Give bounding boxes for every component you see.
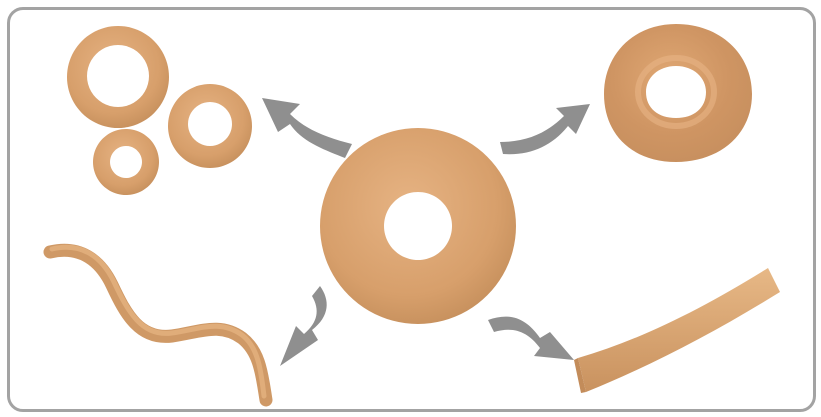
small-ring-large (67, 26, 169, 128)
center-disc (320, 128, 516, 324)
convex-ring (604, 24, 752, 162)
small-ring-medium (168, 84, 252, 168)
flat-strip (574, 268, 780, 393)
curved-arrow-icon-lower-right (488, 317, 574, 360)
curved-arrow-icon-upper-right (500, 104, 590, 154)
wavy-strip (50, 247, 266, 400)
small-ring-small (93, 129, 159, 195)
curved-arrow-icon-upper-left (262, 98, 352, 158)
curved-arrow-icon-lower-left (280, 286, 327, 366)
